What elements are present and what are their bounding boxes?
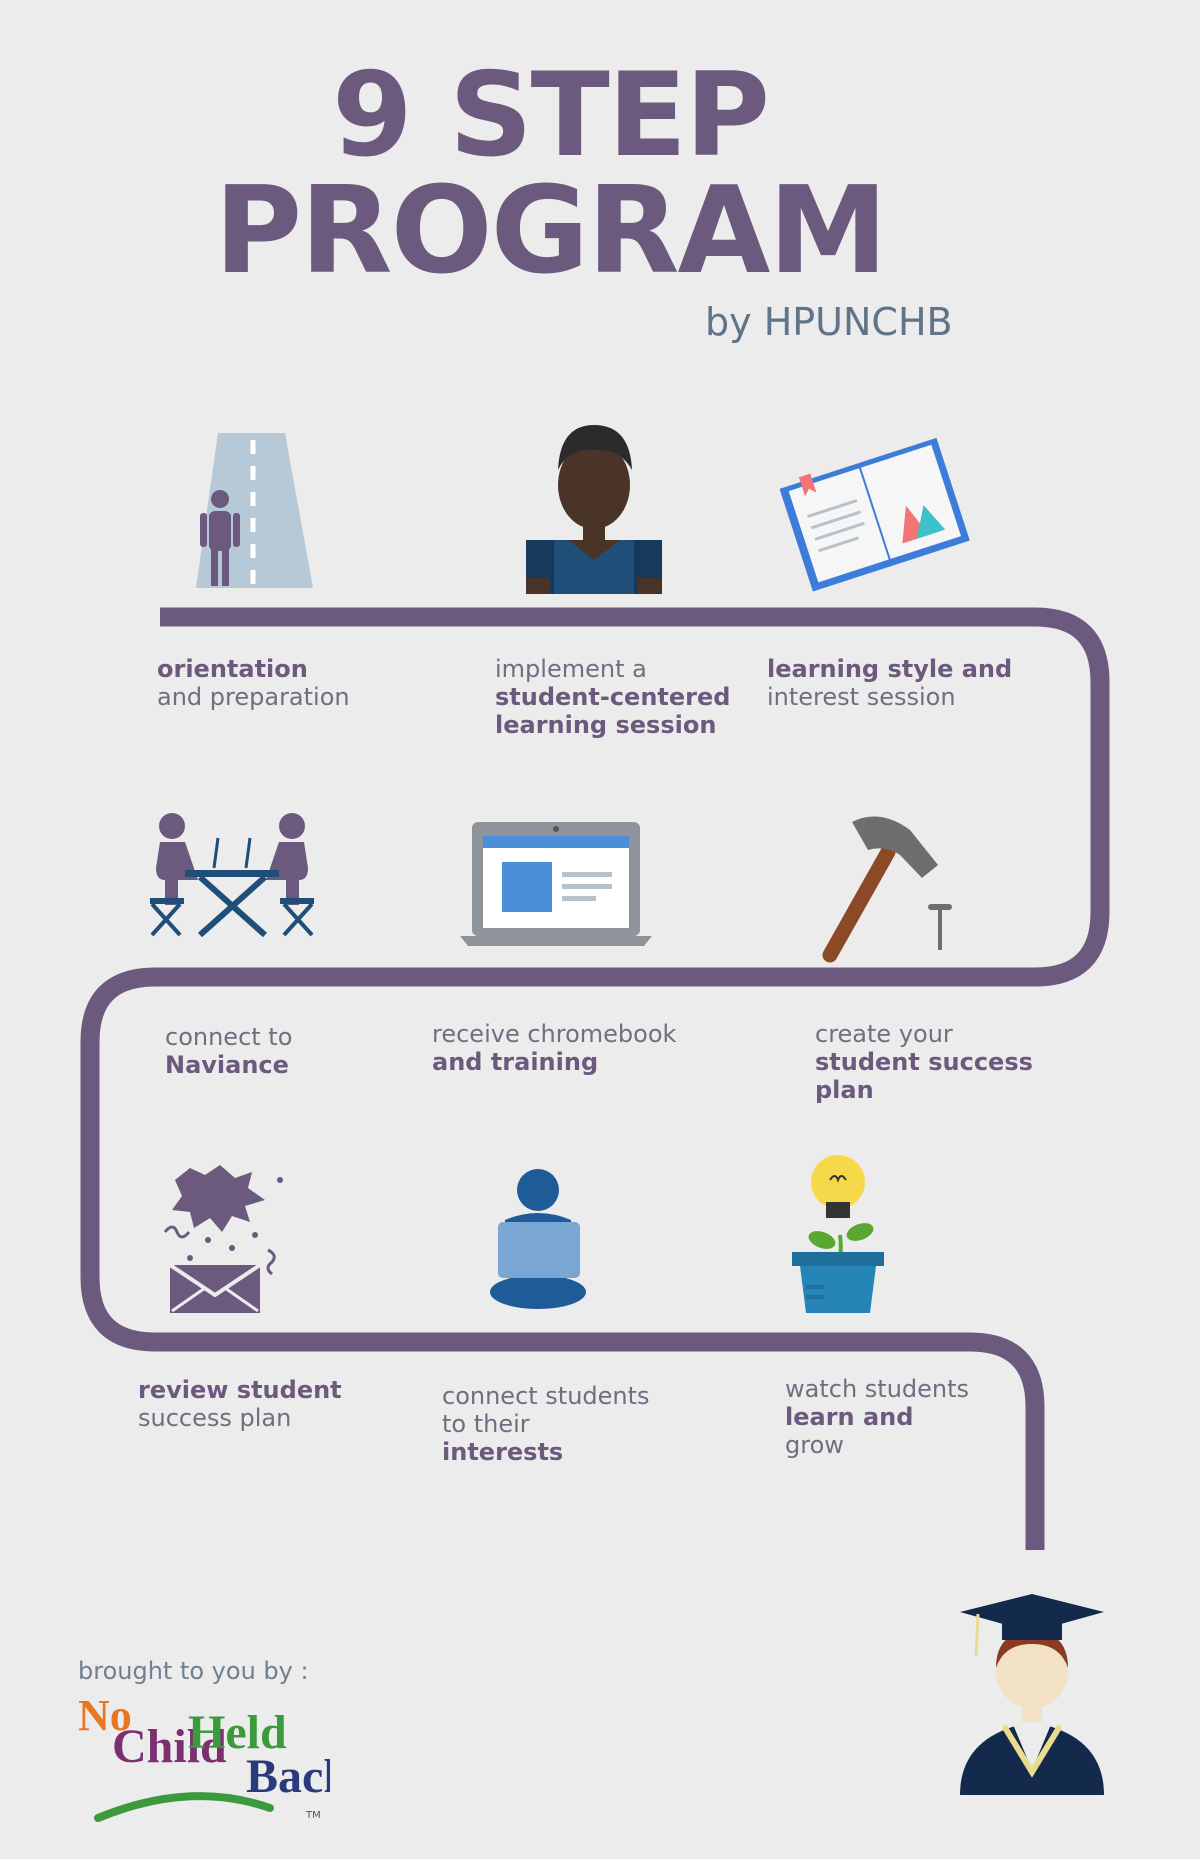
step-3-line-2: interest session [767, 683, 956, 711]
logo-word-4: Back [246, 1750, 330, 1803]
step-7-line-1: review student [138, 1376, 342, 1404]
person-laptop-icon [490, 1169, 586, 1309]
step-1-line-2: and preparation [157, 683, 350, 711]
step-9-line-2: learn and [785, 1403, 914, 1431]
step-2-line-2: student-centered [495, 683, 731, 711]
logo-word-1: No [78, 1691, 132, 1740]
byline: by HPUNCHB [705, 300, 953, 344]
step-7-line-2: success plan [138, 1404, 292, 1432]
laptop-icon [460, 822, 652, 946]
step-2-line-1: implement a [495, 655, 647, 683]
step-6-line-2: student success [815, 1048, 1033, 1076]
page-title-line-1: 9 STEP [331, 48, 770, 183]
step-5-line-2: and training [432, 1048, 599, 1076]
step-2-line-3: learning session [495, 711, 717, 739]
step-9-line-1: watch students [785, 1375, 970, 1403]
step-8-line-2: to their [442, 1410, 530, 1438]
graduate-icon [960, 1594, 1104, 1795]
step-1-line-1: orientation [157, 655, 308, 683]
no-child-held-back-logo: No Child Held Back TM [78, 1691, 330, 1822]
envelope-burst-icon [163, 1165, 283, 1313]
open-book-icon [779, 437, 970, 592]
lightbulb-plant-icon [792, 1155, 884, 1313]
step-9-line-3: grow [785, 1431, 844, 1459]
step-6-line-1: create your [815, 1020, 953, 1048]
logo-trademark: TM [305, 1810, 321, 1821]
meeting-table-icon [150, 813, 314, 938]
step-8-line-3: interests [442, 1438, 564, 1466]
page-title-line-2: PROGRAM [214, 162, 888, 301]
road-icon [196, 433, 313, 588]
step-8-line-1: connect students [442, 1382, 650, 1410]
logo-word-2: Child [112, 1720, 227, 1773]
student-avatar-icon [526, 425, 662, 594]
step-3-line-1: learning style and [767, 655, 1013, 683]
hammer-nail-icon [822, 816, 952, 963]
step-5-line-1: receive chromebook [432, 1020, 677, 1048]
credit-text: brought to you by : [78, 1657, 309, 1685]
step-6-line-3: plan [815, 1076, 874, 1104]
logo-word-3: Held [188, 1706, 287, 1759]
step-4-line-1: connect to [165, 1023, 293, 1051]
step-4-line-2: Naviance [165, 1051, 289, 1079]
